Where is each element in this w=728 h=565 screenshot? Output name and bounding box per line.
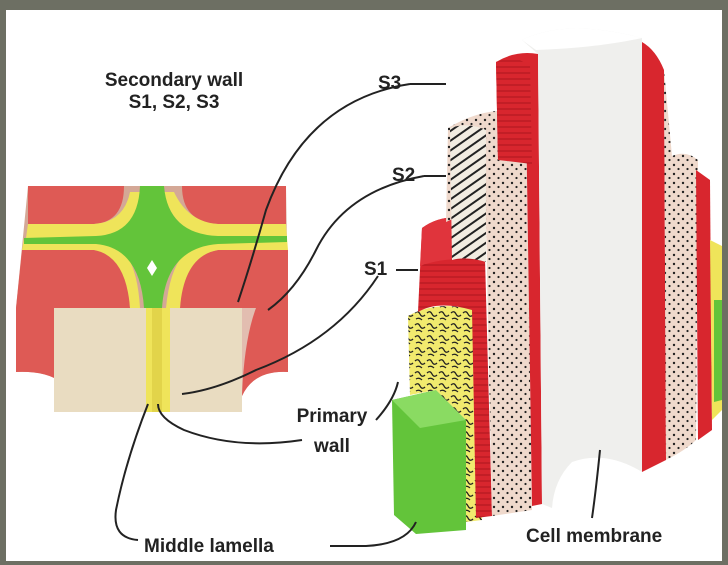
s2-label: S2	[392, 165, 415, 187]
primary-wall-label: Primary wall	[286, 406, 378, 458]
primary-wall-line1: Primary	[286, 406, 378, 428]
secondary-wall-label: Secondary wall S1, S2, S3	[84, 70, 264, 114]
diagram-frame: Secondary wall S1, S2, S3 S3 S2 S1 Prima…	[6, 10, 722, 561]
s3-label: S3	[378, 73, 401, 95]
secondary-wall-layers: S1, S2, S3	[84, 92, 264, 114]
s1-label: S1	[364, 259, 387, 281]
cell-membrane-label: Cell membrane	[526, 526, 662, 548]
primary-wall-line2: wall	[286, 436, 378, 458]
middle-lamella-label: Middle lamella	[144, 536, 274, 558]
cell-wall-cylinder	[392, 28, 722, 534]
secondary-wall-title: Secondary wall	[84, 70, 264, 92]
cross-section-block	[16, 186, 288, 412]
